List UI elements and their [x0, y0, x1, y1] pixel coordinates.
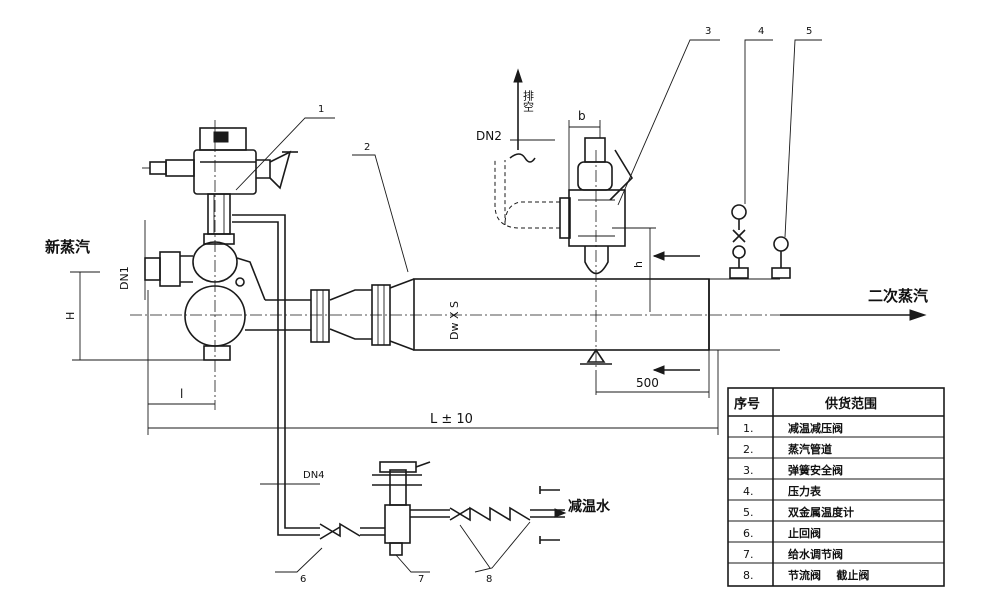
centerlines	[130, 120, 780, 410]
table-row-8-item: 节流阀 截止阀	[788, 568, 869, 582]
callout-4: 4	[758, 26, 764, 37]
table-row-4-item: 压力表	[788, 484, 822, 498]
desuperheating-water-label: 减温水	[568, 498, 611, 515]
table-row-1-index: 1.	[743, 422, 754, 435]
table-row-2-index: 2.	[743, 443, 754, 456]
table-row-4-index: 4.	[743, 485, 754, 498]
dn2-label: DN2	[476, 129, 502, 143]
table-header-scope: 供货范围	[824, 396, 877, 412]
table-row-7-item: 给水调节阀	[788, 547, 843, 561]
table-row-3-index: 3.	[743, 464, 754, 477]
flow-arrows	[652, 251, 927, 375]
dn1-label: DN1	[118, 266, 131, 290]
table-row-8-index: 8.	[743, 569, 754, 582]
table-row-5-index: 5.	[743, 506, 754, 519]
secondary-steam-label: 二次蒸汽	[868, 287, 928, 305]
fresh-steam-label: 新蒸汽	[45, 238, 90, 256]
table-row-6-item: 止回阀	[788, 526, 821, 540]
pipe-mark-label: Dw X S	[448, 301, 461, 340]
safety-valve	[494, 68, 634, 275]
table-row-6-index: 6.	[743, 527, 754, 540]
l-label: l	[180, 387, 183, 401]
dimensions	[70, 120, 719, 485]
callout-3: 3	[705, 26, 711, 37]
callout-5: 5	[806, 26, 812, 37]
table-row-7-index: 7.	[743, 548, 754, 561]
table-row-3-item: 弹簧安全阀	[788, 463, 843, 477]
callout-8: 8	[486, 574, 492, 585]
vent-label: 排空	[522, 89, 535, 112]
callout-1: 1	[318, 104, 324, 115]
table-header-index: 序号	[734, 396, 760, 412]
dn4-label: DN4	[303, 470, 325, 481]
dim-L-label: L ± 10	[430, 412, 473, 427]
leader-lines	[235, 39, 822, 573]
main-steam-pipe	[265, 278, 780, 365]
callout-6: 6	[300, 574, 306, 585]
table-row-5-item: 双金属温度计	[788, 505, 854, 519]
water-line	[232, 214, 567, 556]
dim-500-label: 500	[636, 376, 659, 390]
b-label: b	[578, 109, 586, 123]
h-lower-label: h	[632, 261, 645, 268]
callout-2: 2	[364, 142, 370, 153]
pressure-reducing-valve	[142, 127, 298, 361]
instruments	[729, 204, 791, 279]
h-upper-label: H	[64, 312, 77, 320]
table-row-1-item: 减温减压阀	[788, 421, 843, 435]
supply-scope-table: 序号 供货范围 1. 减温减压阀 2. 蒸汽管道 3. 弹簧安全阀 4. 压力表…	[727, 387, 945, 587]
callout-7: 7	[418, 574, 424, 585]
table-row-2-item: 蒸汽管道	[788, 442, 832, 456]
